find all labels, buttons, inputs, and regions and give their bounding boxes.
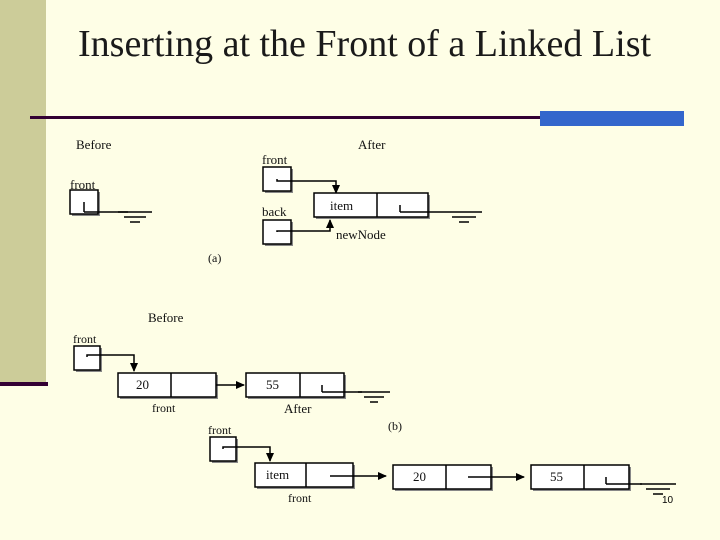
a-back-arrow <box>276 219 334 232</box>
b-node-item-value: item <box>266 467 289 482</box>
sidebar-bar <box>0 0 46 385</box>
a-front-pointer-after <box>262 166 293 193</box>
b-front-caption-before: front <box>152 401 176 415</box>
b-caption: (b) <box>388 419 402 433</box>
a-node-item: item <box>330 198 353 213</box>
slide-title: Inserting at the Front of a Linked List <box>78 23 652 65</box>
b-ground-symbol-before <box>358 391 390 403</box>
a-front-arrow <box>276 179 340 194</box>
b-after-label: After <box>284 401 312 416</box>
b-node-55-after-value: 55 <box>550 469 563 484</box>
b-front-label-before: front <box>73 332 97 346</box>
b-before-label: Before <box>148 310 184 325</box>
b-front-pointer-before <box>73 345 102 372</box>
a-new-node <box>313 192 430 219</box>
b-node-55-before-value: 55 <box>266 377 279 392</box>
b-ground-symbol-after <box>640 483 676 495</box>
b-front-label-after: front <box>208 423 232 437</box>
a-ground-symbol-after <box>446 211 482 223</box>
slide-number: 10 <box>662 495 674 506</box>
b-node-item-after <box>254 462 355 489</box>
b-front-pointer-after <box>209 436 238 463</box>
a-before-label: Before <box>76 137 112 152</box>
b-front-caption-after: front <box>288 491 312 505</box>
sidebar-underline <box>0 382 48 386</box>
a-new-node-label: newNode <box>336 227 386 242</box>
title-accent-bar <box>540 111 684 126</box>
b-node-20-before-value: 20 <box>136 377 149 392</box>
b-front-arrow-before <box>86 354 138 372</box>
b-front-arrow-after <box>222 446 274 462</box>
b-node-55-before <box>245 372 346 399</box>
a-after-label: After <box>358 137 386 152</box>
a-front-label-before: front <box>70 177 96 192</box>
b-node-20-after <box>392 464 493 491</box>
title-rule <box>30 116 540 119</box>
b-node-20-before <box>117 372 218 399</box>
a-back-label: back <box>262 204 287 219</box>
a-front-label-after: front <box>262 152 288 167</box>
a-caption: (a) <box>208 251 221 265</box>
b-node-20-after-value: 20 <box>413 469 426 484</box>
a-ground-symbol-before <box>118 211 152 223</box>
a-back-pointer <box>262 219 293 246</box>
b-node-55-after <box>530 464 631 491</box>
